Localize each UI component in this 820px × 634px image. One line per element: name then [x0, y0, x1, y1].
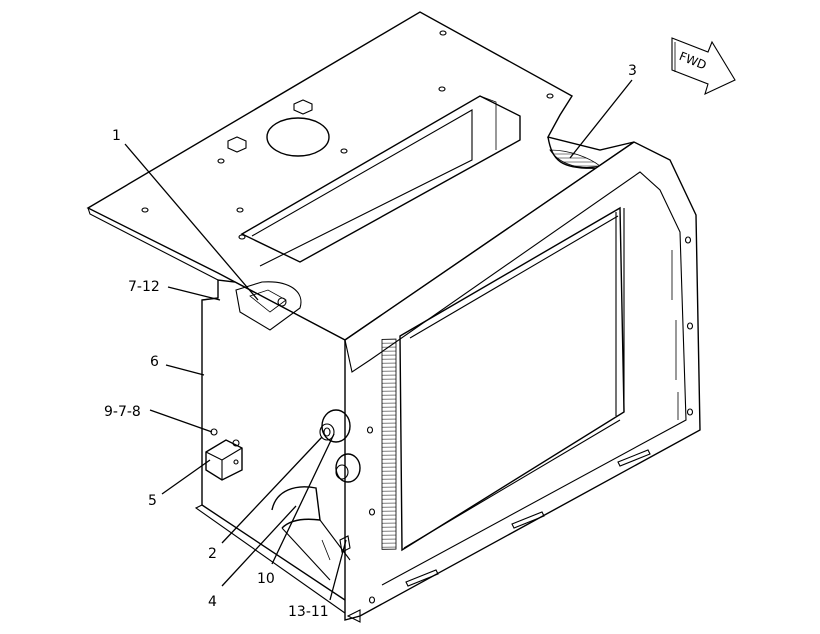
connector-block — [205, 428, 243, 481]
callout-7-12: 7-12 — [128, 279, 160, 295]
fwd-arrow-icon: FWD — [671, 37, 736, 96]
callout-6: 6 — [150, 354, 159, 370]
callout-4: 4 — [208, 594, 217, 610]
callout-13-11: 13-11 — [288, 604, 329, 620]
leader-lines — [124, 79, 633, 601]
callout-5: 5 — [148, 493, 157, 509]
top-plate — [86, 11, 635, 341]
callout-9-7-8: 9-7-8 — [104, 404, 141, 420]
callout-10: 10 — [257, 571, 275, 587]
callout-2: 2 — [208, 546, 217, 562]
callout-1: 1 — [112, 128, 121, 144]
radiator-frame — [344, 141, 701, 623]
callout-labels: 1 3 7-12 6 9-7-8 5 2 4 10 13-11 — [104, 63, 637, 620]
fwd-label: FWD — [677, 49, 708, 72]
hose-fittings — [271, 409, 361, 581]
callout-3: 3 — [628, 63, 637, 79]
